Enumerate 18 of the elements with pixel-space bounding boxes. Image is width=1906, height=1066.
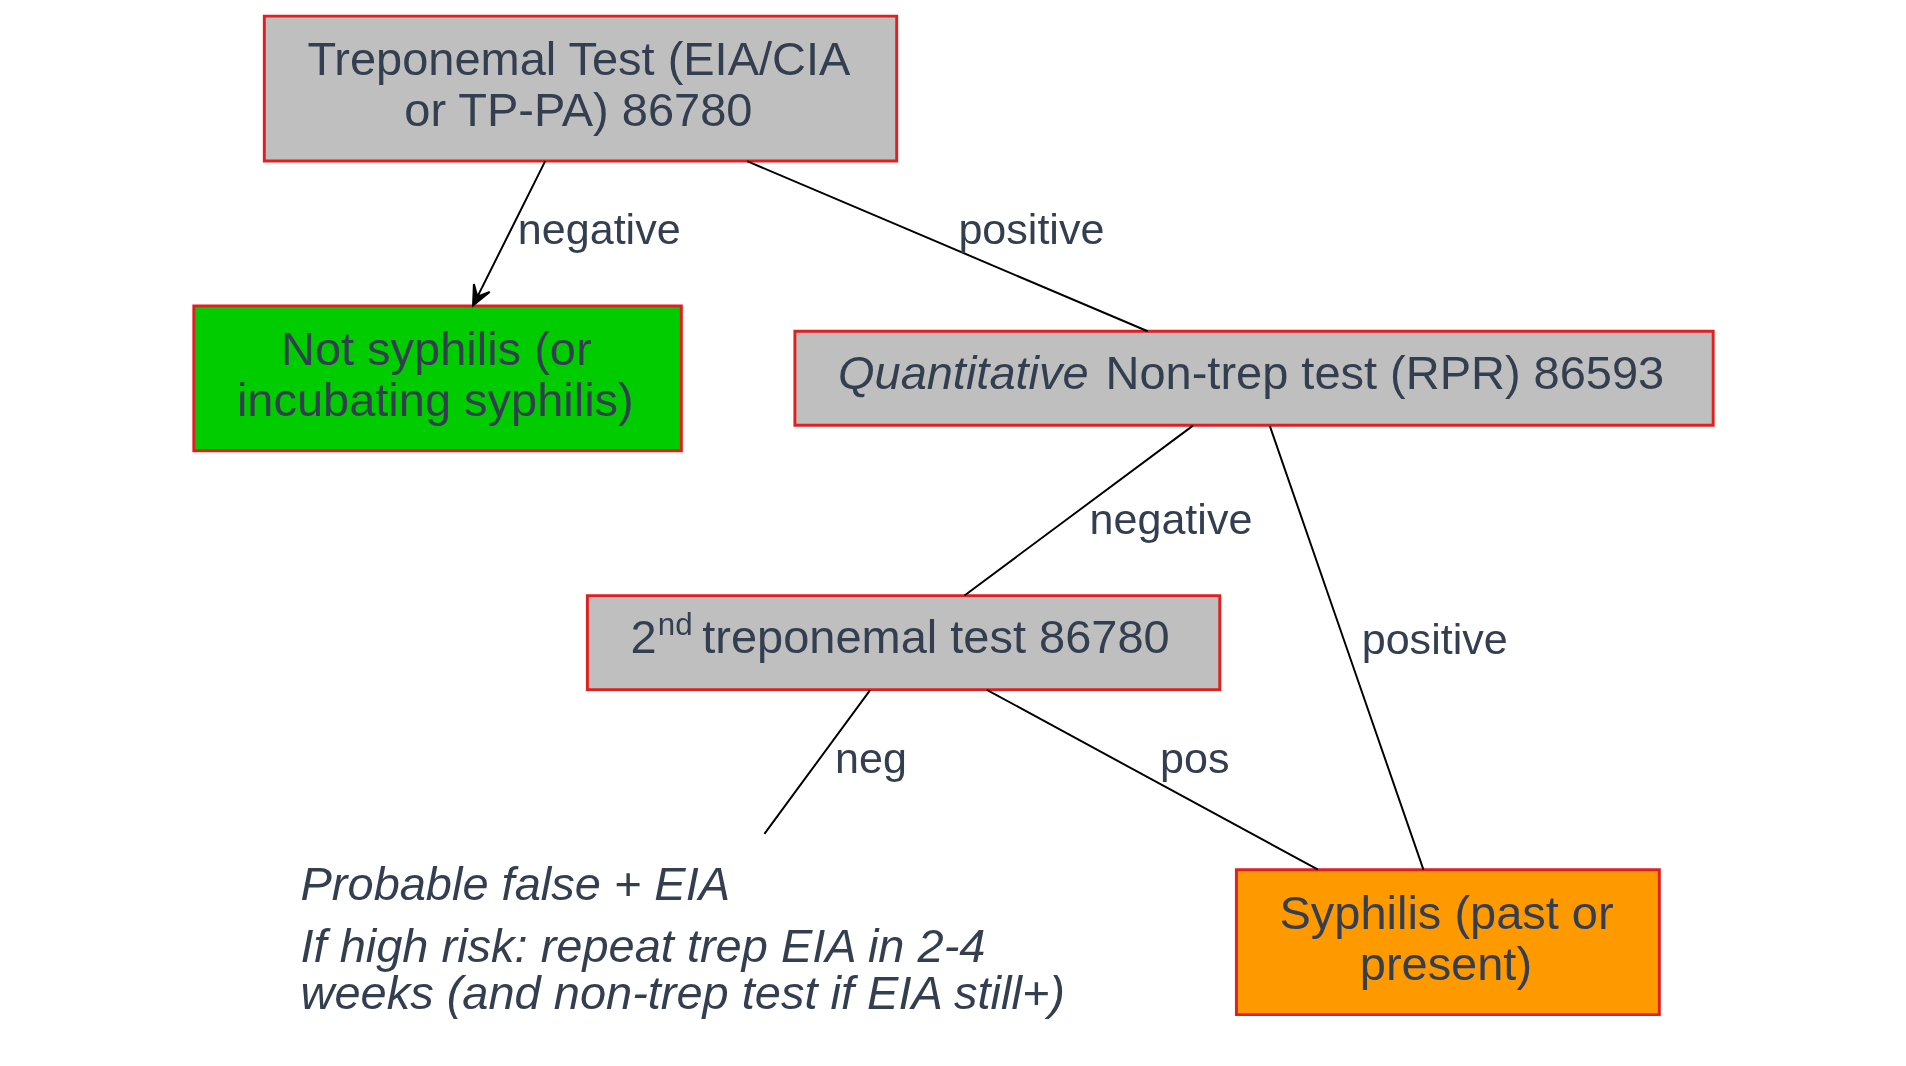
node-box: Quantitative Non-trep test (RPR) 86593 [792,329,1715,427]
arrow [471,160,546,307]
edge-label: neg [834,734,907,783]
connector [1268,425,1424,871]
edge-label: pos [1159,734,1229,783]
connector [745,160,1149,333]
node-box: Syphilis (past or present) [1234,868,1661,1017]
edge-label: positive [957,205,1104,254]
node-box: Treponemal Test (EIA/CIA or TP-PA) 86780 [262,14,898,163]
connector [963,424,1194,597]
node-box: Not syphilis (or incubating syphilis) [191,304,683,453]
edge-label: negative [517,205,681,254]
connector [762,689,871,835]
connector [985,688,1319,871]
edge-label: negative [1089,495,1252,544]
edge-label: positive [1361,614,1508,663]
node-box: 2$^{nd}$ treponemal test 86780 [585,594,1221,692]
node-text: Probable false + EIA If high risk: repeat trep EIA in 2-4 weeks (and non-trep test if EIA still+) [300,856,1065,1020]
